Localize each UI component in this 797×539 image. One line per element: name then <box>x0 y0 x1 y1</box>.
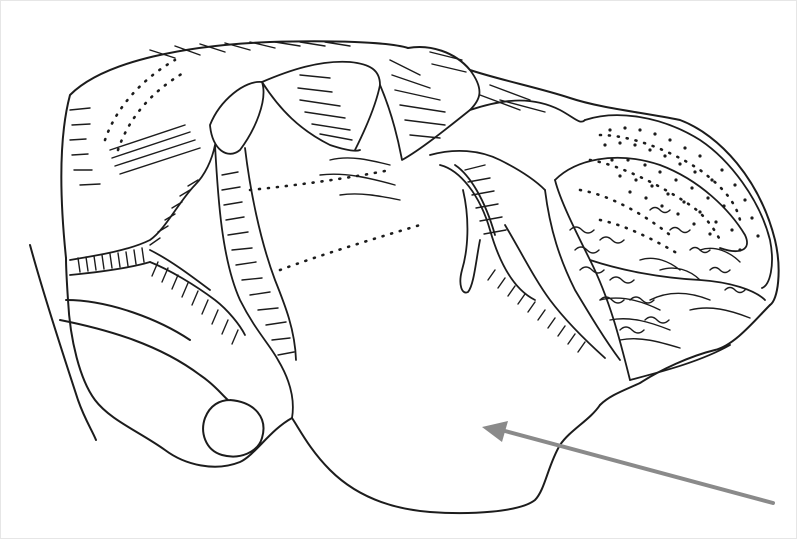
sutures <box>70 62 772 418</box>
arrow-pointer-icon <box>482 421 773 503</box>
eye-dot-texture <box>603 126 759 251</box>
hatching <box>70 42 750 355</box>
